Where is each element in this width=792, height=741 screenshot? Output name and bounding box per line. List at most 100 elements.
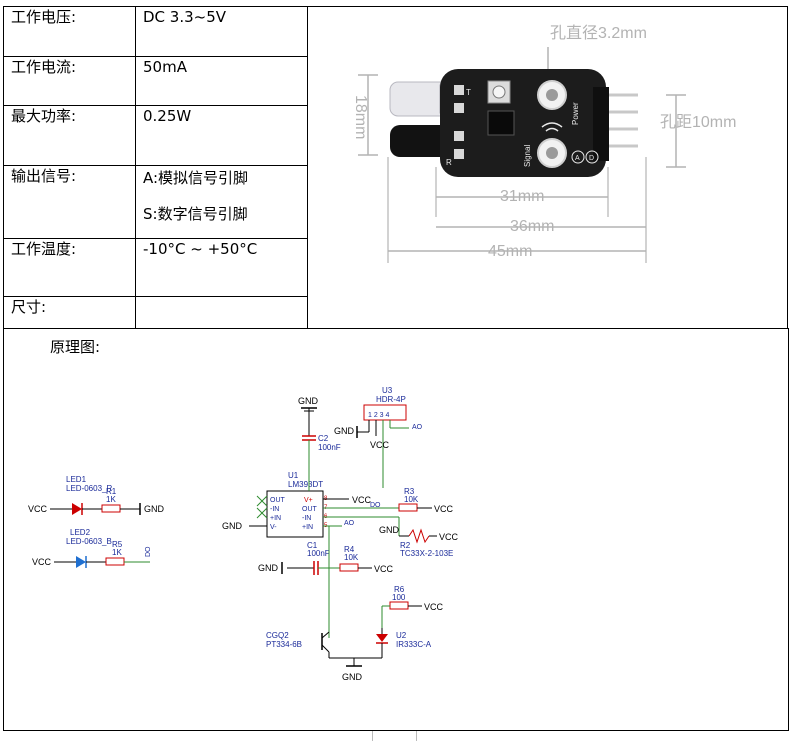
pcb-label-power: Power [571,102,580,125]
r4-resistor [339,563,359,572]
svg-text:-IN: -IN [302,515,311,522]
svg-text:OUT: OUT [302,506,318,513]
svg-text:+IN: +IN [302,524,313,531]
r2-ref: R2 [400,541,411,550]
svg-text:V+: V+ [304,497,313,504]
led1-gnd-label: GND [144,504,165,514]
pin-header [593,87,609,161]
u3-part: HDR-4P [376,395,406,404]
led2-part: LED-0603_B [66,537,112,546]
spec-label: 尺寸: [3,296,136,329]
u1-ref: U1 [288,471,299,480]
height-label: 18mm [352,95,369,139]
r6-ref: R6 [394,585,405,594]
spec-value: 50mA [135,56,308,106]
c2-ref: C2 [318,434,329,443]
r6-value: 100 [392,593,406,602]
r1-resistor [101,504,121,513]
r2-part: TC33X-2-103E [400,549,453,558]
hole-diameter-label: 孔直径3.2mm [550,24,647,42]
spec-row-size: 尺寸: [3,296,788,329]
spec-row-power: 最大功率: 0.25W [3,105,788,166]
u1-ao-label: AO [344,520,355,527]
c1-gnd-label: GND [258,563,279,573]
c2-value: 100nF [318,443,341,452]
output-analog: A:模拟信号引脚 [143,169,249,187]
schematic-diagram: GND C2 100nF U3 HDR-4P 1 2 3 4 [28,386,459,682]
spec-label: 输出信号: [3,165,136,239]
output-digital: S:数字信号引脚 [143,205,248,223]
u1-vcc-label: VCC [352,495,372,505]
pcb-label-a: A [575,155,580,162]
led1-part: LED-0603_R [66,484,112,493]
bottom-gnd-label: GND [342,672,363,682]
u3-vcc-label: VCC [370,440,390,450]
u3-pins: 1 2 3 4 [368,412,390,419]
footer-divider [416,731,417,741]
r3-ref: R3 [404,487,415,496]
r2-vcc-label: VCC [439,532,459,542]
pcb-label-signal: Signal [523,145,532,167]
spec-value: -10°C ~ +50°C [135,238,308,297]
r1-value: 1K [106,495,116,504]
cgq2-part: PT334-6B [266,640,302,649]
r1-ref: R1 [106,487,117,496]
u2-part: IR333C-A [396,640,432,649]
u3-ref: U3 [382,386,393,395]
pitch-label: 孔距10mm [660,113,736,131]
module-photo: 孔直径3.2mm 18mm [352,24,736,263]
svg-text:+IN: +IN [270,515,281,522]
spec-label: 工作温度: [3,238,136,297]
spec-row-temperature: 工作温度: -10°C ~ +50°C [3,238,788,297]
spec-row-voltage: 工作电压: DC 3.3~5V 孔直径3.2mm 18mm [3,6,788,329]
u1-comparator [266,490,324,538]
led2-do-label: DO [145,546,152,557]
u3-ao-label: AO [412,424,423,431]
pcb-label-t: T [466,88,471,97]
u2-ref: U2 [396,631,407,640]
r4-value: 10K [344,553,359,562]
led2-blue [76,556,86,568]
r3-value: 10K [404,495,419,504]
led1-red [72,503,82,515]
comparator-ic [487,110,515,136]
dim-45-label: 45mm [488,243,532,260]
r4-vcc-label: VCC [374,564,394,574]
r2-gnd-label: GND [379,525,400,535]
gnd-top-label: GND [298,396,319,406]
r6-resistor [389,601,409,610]
pcb-label-d: D [589,155,594,162]
dim-31-label: 31mm [500,188,544,205]
r5-ref: R5 [112,540,123,549]
spec-label: 最大功率: [3,105,136,166]
u1-part: LM393DT [288,480,323,489]
r5-resistor [105,557,125,566]
r3-vcc-label: VCC [434,504,454,514]
c1-ref: C1 [307,541,318,550]
led2-vcc-label: VCC [32,557,52,567]
svg-text:OUT: OUT [270,497,286,504]
led1-ref: LED1 [66,475,87,484]
spec-label: 工作电压: [3,6,136,57]
wireless-logo [541,122,563,132]
u1-do-label: DO [370,502,381,509]
led2-ref: LED2 [70,528,91,537]
module-photo-cell: 孔直径3.2mm 18mm [307,6,788,329]
footer-divider [372,731,373,741]
r5-value: 1K [112,548,122,557]
u3-gnd-label: GND [334,426,355,436]
dim-36-label: 36mm [510,218,554,235]
r2-potentiometer [408,528,430,544]
spec-value [135,296,308,329]
spec-table: 工作电压: DC 3.3~5V 孔直径3.2mm 18mm [3,6,788,329]
u3-header [363,404,407,421]
pcb-label-r: R [446,158,452,167]
u2-ir-led [376,634,388,642]
spec-value: DC 3.3~5V [135,6,308,57]
u1-gnd-label: GND [222,521,243,531]
schematic-section: 原理图: GND C2 100nF U3 HDR-4P 1 2 3 4 [3,328,789,731]
schematic-title: 原理图: [50,338,101,356]
svg-text:V-: V- [270,524,277,531]
r4-ref: R4 [344,545,355,554]
